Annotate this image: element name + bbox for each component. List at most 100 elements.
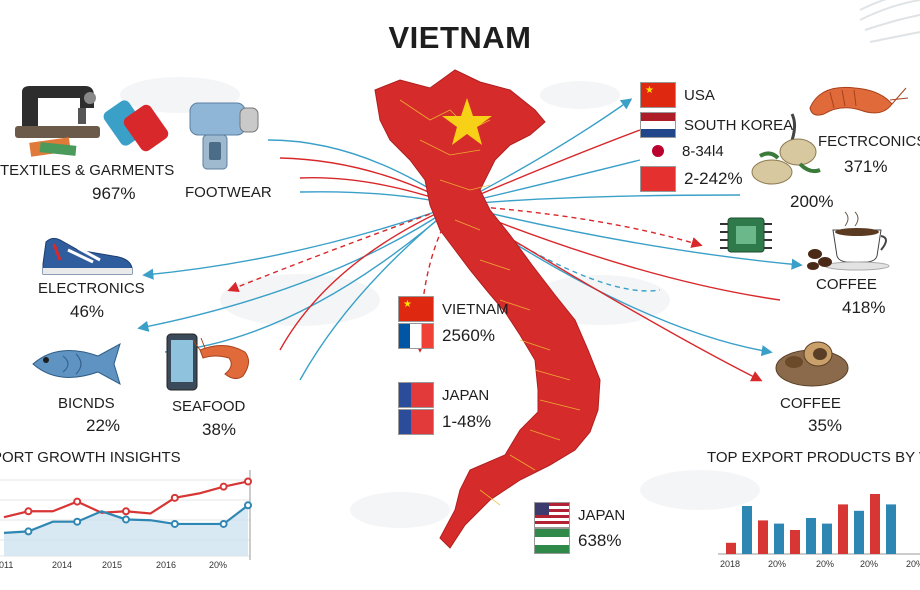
flow-line	[227, 204, 456, 293]
sewing-machine-icon	[15, 86, 169, 157]
coffee-cup-icon	[807, 211, 890, 271]
cashew-icon	[751, 113, 821, 185]
growth-point	[73, 517, 82, 526]
export-x-label: 20%	[768, 559, 786, 569]
growth-point	[24, 507, 33, 516]
export-bar	[742, 506, 752, 554]
flow-line	[142, 204, 456, 280]
export-bar	[774, 523, 784, 554]
growth-x-label: 2011	[0, 560, 13, 570]
product-label: TEXTILES & GARMENTS	[0, 162, 175, 179]
star-icon	[442, 98, 492, 145]
blue-red-flag-icon	[398, 382, 434, 408]
market-row: JAPAN	[398, 382, 489, 408]
export-x-label: 20%	[816, 559, 834, 569]
export-x-label: 20%	[860, 559, 878, 569]
growth-point	[73, 497, 82, 506]
china-flag-icon: ★	[640, 82, 676, 108]
chip-icon	[720, 217, 772, 253]
phone-shrimp-icon	[166, 333, 249, 391]
product-value: 967%	[92, 184, 136, 203]
export-bar	[758, 520, 768, 554]
market-row: ★ USA	[640, 82, 715, 108]
netherlands-flag-icon	[640, 112, 676, 138]
market-row: 2560%	[398, 323, 495, 349]
export-x-label: 20%	[906, 559, 920, 569]
cacao-bowl-icon	[775, 341, 849, 387]
flow-line	[164, 204, 456, 353]
growth-point	[122, 515, 130, 524]
vietnam-map	[374, 69, 601, 549]
growth-point	[219, 519, 228, 528]
market-label: VIETNAM	[442, 300, 509, 318]
growth-x-label: 2014	[52, 560, 72, 570]
market-row: ★ VIETNAM	[398, 296, 509, 322]
market-label: USA	[684, 86, 715, 104]
growth-chart-title: PORT GROWTH INSIGHTS	[0, 449, 181, 466]
growth-x-label: 2015	[102, 560, 122, 570]
growth-x-label: 2016	[156, 560, 176, 570]
market-row: SOUTH KOREA	[640, 112, 793, 138]
product-value: 200%	[790, 192, 834, 211]
flow-line	[454, 204, 803, 270]
blue-red-flag-icon	[398, 409, 434, 435]
market-label: 2560%	[442, 326, 495, 345]
page-title: VIETNAM	[388, 20, 532, 55]
export-bar	[870, 494, 880, 554]
growth-point	[244, 477, 252, 486]
market-row: 1-48%	[398, 409, 491, 435]
growth-point	[170, 493, 179, 502]
market-row: 2-242%	[640, 166, 743, 192]
usa-flag-icon	[534, 502, 570, 528]
market-row: 638%	[534, 528, 621, 554]
growth-point	[219, 482, 228, 491]
flow-line	[137, 204, 456, 332]
china-flag-icon: ★	[398, 296, 434, 322]
product-value: 46%	[70, 302, 105, 321]
product-label: FECTRCONICS	[818, 133, 920, 150]
fish-icon	[32, 342, 121, 386]
export-bar	[838, 504, 848, 554]
growth-x-label: 20%	[209, 560, 227, 570]
flow-line	[279, 204, 456, 351]
export-bar	[806, 518, 816, 554]
market-label: JAPAN	[442, 386, 490, 404]
sneaker-icon	[42, 237, 133, 275]
export-x-label: 2018	[720, 559, 740, 569]
export-chart-title: TOP EXPORT PRODUCTS BY VAL	[707, 449, 920, 466]
japan-flag-icon	[640, 139, 674, 163]
export-bar	[886, 504, 896, 554]
market-label: SOUTH KOREA	[684, 116, 794, 134]
green-flag-icon	[534, 528, 570, 554]
market-label: 2-242%	[684, 169, 743, 188]
shrimp-icon	[809, 86, 909, 116]
market-label: JAPAN	[578, 506, 626, 524]
market-label: 8-34l4	[682, 142, 724, 160]
product-label: COFFEE	[780, 395, 841, 412]
product-label: FOOTWEAR	[185, 184, 272, 201]
export-chart: 2018 20% 20% 20% 20%	[718, 494, 920, 569]
export-bar	[790, 530, 800, 554]
market-row: JAPAN	[534, 502, 625, 528]
market-row: 8-34l4	[640, 139, 724, 163]
growth-point	[170, 519, 179, 528]
footwear-icon	[189, 102, 259, 170]
flow-line	[454, 204, 661, 292]
france-flag-icon	[398, 323, 434, 349]
product-value: 35%	[808, 416, 843, 435]
product-value: 371%	[844, 157, 888, 176]
product-label: ELECTRONICS	[38, 280, 145, 297]
flow-line	[299, 204, 456, 381]
market-label: 638%	[578, 531, 622, 550]
product-value: 22%	[86, 416, 121, 435]
product-value: 38%	[202, 420, 237, 439]
product-label: BICNDS	[58, 395, 115, 412]
export-bar	[726, 542, 736, 554]
red-flag-icon	[640, 166, 676, 192]
growth-chart: 2011 2014 2015 2016 20%	[0, 470, 252, 570]
product-label: COFFEE	[816, 276, 877, 293]
product-label: SEAFOOD	[172, 398, 246, 415]
flow-line	[454, 204, 781, 301]
growth-point	[122, 507, 130, 516]
export-bar	[854, 510, 864, 554]
